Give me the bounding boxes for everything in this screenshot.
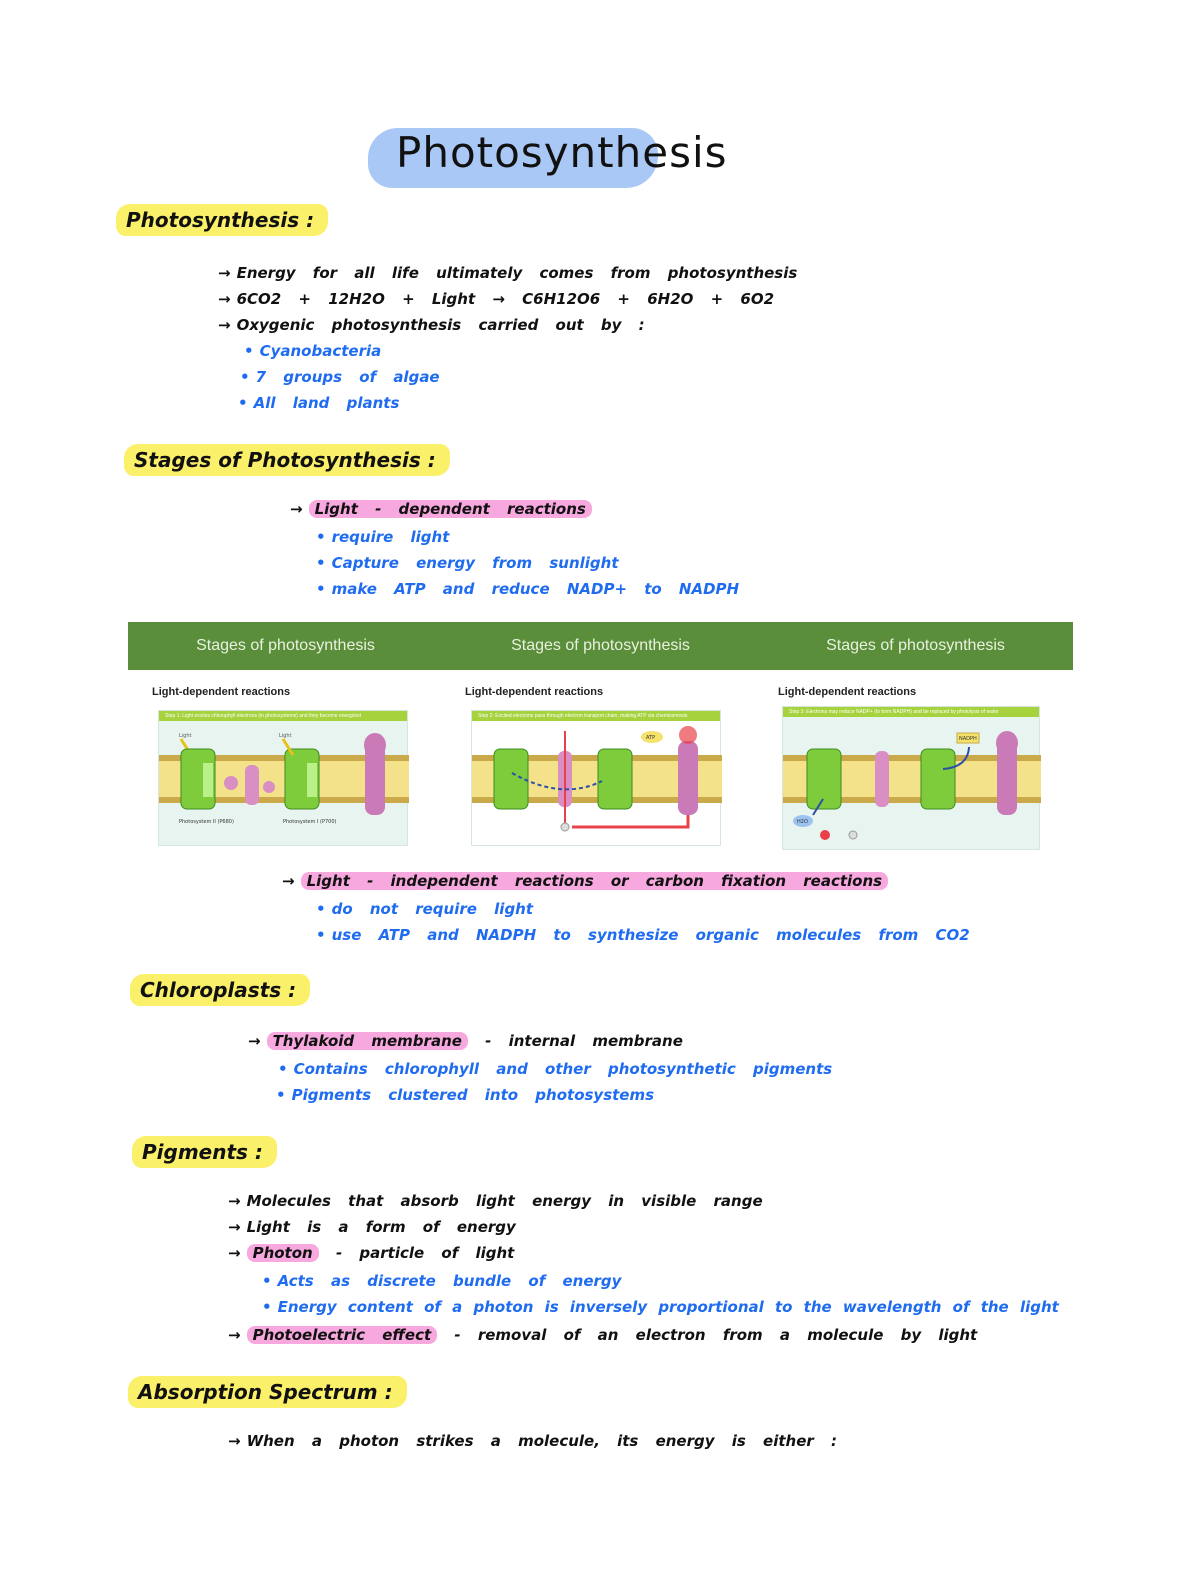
svg-text:H2O: H2O [797,819,808,825]
slides-strip: Stages of photosynthesis Stages of photo… [128,622,1073,862]
arrow-icon: → [218,290,231,308]
membrane-diagram-3: NADPH H2O [783,731,1041,840]
svg-text:ATP: ATP [646,735,655,741]
pigments-line-2: →Light is a form of energy [228,1218,516,1236]
photosynthesis-bullet-3: •All land plants [238,394,400,412]
diagram-step-2: Step 2: Excited electrons pass through e… [471,710,722,846]
step-banner: Step 2: Excited electrons pass through e… [472,711,720,721]
bullet-icon: • [316,554,326,572]
diagram-step-3: Step 3: Electrons may reduce NADP+ (to f… [782,706,1041,850]
bullet-icon: • [262,1272,272,1290]
arrow-icon: → [228,1192,241,1210]
photoelectric-line: →Photoelectric effect - removal of an el… [228,1326,978,1344]
heading-photosynthesis: Photosynthesis : [116,204,329,236]
arrow-icon: → [228,1326,241,1344]
light-independent-bullet-2: •use ATP and NADPH to synthesize organic… [316,926,970,944]
slide-panel-3: Light-dependent reactions Step 3: Electr… [754,670,1054,860]
light-dependent-bullet-1: •require light [316,528,450,546]
arrow-icon: → [228,1244,241,1262]
chloroplasts-bullet-2: •Pigments clustered into photosystems [276,1086,655,1104]
slide-header-2: Stages of photosynthesis [511,637,690,654]
photon-line: →Photon - particle of light [228,1244,515,1262]
bullet-icon: • [244,342,254,360]
bullet-icon: • [240,368,250,386]
light-dependent-bullet-2: •Capture energy from sunlight [316,554,619,572]
chloroplasts-bullet-1: •Contains chlorophyll and other photosyn… [278,1060,833,1078]
bullet-icon: • [316,926,326,944]
bullet-icon: • [316,580,326,598]
slide-header-3: Stages of photosynthesis [826,637,1005,654]
photosynthesis-bullet-1: •Cyanobacteria [244,342,382,360]
thylakoid-line: →Thylakoid membrane - internal membrane [248,1032,683,1050]
slide-panel-1: Light-dependent reactions Step 1: Light … [128,670,428,860]
photon-bullet-2: •Energy content of a photon is inversely… [262,1298,1059,1316]
photosynthesis-line-2: →6CO2 + 12H2O + Light → C6H12O6 + 6H2O +… [218,290,775,308]
arrow-icon: → [248,1032,261,1050]
heading-pigments: Pigments : [132,1136,277,1168]
step-banner: Step 1: Light excites chlorophyll electr… [159,711,407,721]
light-dependent-bullet-3: •make ATP and reduce NADP+ to NADPH [316,580,740,598]
arrow-icon: → [218,316,231,334]
panel-title: Light-dependent reactions [778,686,917,698]
absorption-line-1: →When a photon strikes a molecule, its e… [228,1432,837,1450]
arrow-icon: → [218,264,231,282]
bullet-icon: • [316,528,326,546]
heading-absorption-spectrum: Absorption Spectrum : [128,1376,407,1408]
heading-chloroplasts: Chloroplasts : [130,974,311,1006]
panel-title: Light-dependent reactions [152,686,291,698]
light-dependent-line: →Light - dependent reactions [290,500,592,518]
heading-stages: Stages of Photosynthesis : [124,444,450,476]
photosynthesis-line-1: →Energy for all life ultimately comes fr… [218,264,798,282]
bullet-icon: • [262,1298,272,1316]
diagram-step-1: Step 1: Light excites chlorophyll electr… [158,710,409,846]
bullet-icon: • [276,1086,286,1104]
panel-title: Light-dependent reactions [465,686,604,698]
bullet-icon: • [238,394,248,412]
slide-panel-2: Light-dependent reactions Step 2: Excite… [441,670,741,860]
light-independent-line: →Light - independent reactions or carbon… [282,872,889,890]
slide-header-1: Stages of photosynthesis [196,637,375,654]
arrow-icon: → [228,1218,241,1236]
page-title: Photosynthesis [396,128,728,177]
membrane-diagram-1: Light Light Photosystem II (P680) Photos… [159,733,409,825]
photon-bullet-1: •Acts as discrete bundle of energy [262,1272,622,1290]
svg-text:Photosystem I (P700): Photosystem I (P700) [283,819,337,825]
title-highlight [368,128,658,188]
pigments-line-1: →Molecules that absorb light energy in v… [228,1192,763,1210]
light-independent-bullet-1: •do not require light [316,900,534,918]
svg-text:Photosystem II (P680): Photosystem II (P680) [179,819,234,825]
bullet-icon: • [278,1060,288,1078]
arrow-icon: → [228,1432,241,1450]
photosynthesis-bullet-2: •7 groups of algae [240,368,440,386]
arrow-icon: → [282,872,295,890]
arrow-icon: → [290,500,303,518]
bullet-icon: • [316,900,326,918]
step-banner: Step 3: Electrons may reduce NADP+ (to f… [783,707,1039,717]
membrane-diagram-2: ATP [472,726,722,832]
svg-text:Light: Light [179,733,192,739]
svg-text:NADPH: NADPH [959,736,977,742]
photosynthesis-line-3: →Oxygenic photosynthesis carried out by … [218,316,645,334]
svg-text:Light: Light [279,733,292,739]
slides-header: Stages of photosynthesis Stages of photo… [128,622,1073,670]
